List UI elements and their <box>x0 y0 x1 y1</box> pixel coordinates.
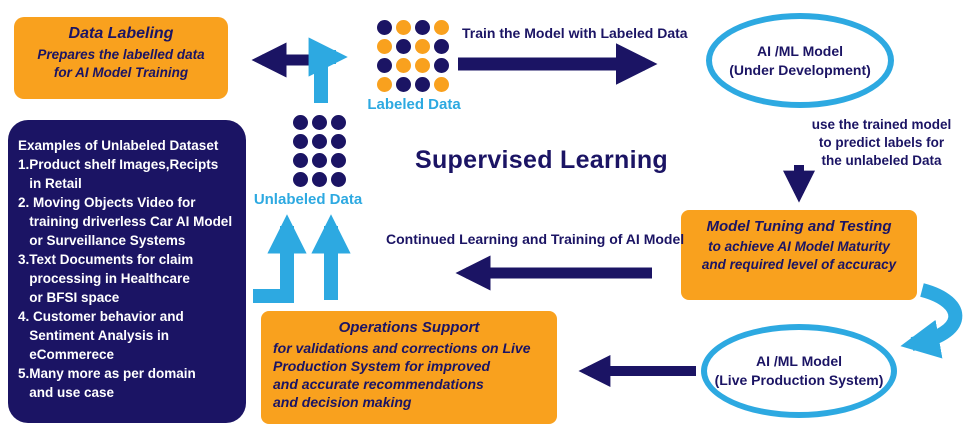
orange-dot <box>415 39 430 54</box>
labeled-data-dots <box>377 20 449 92</box>
model-dev-line1: AI /ML Model <box>756 42 844 59</box>
labeled-data-label: Labeled Data <box>367 96 461 113</box>
orange-dot <box>434 77 449 92</box>
data-labeling-body: Prepares the labelled data for AI Model … <box>37 47 205 80</box>
navy-dot <box>293 153 308 168</box>
navy-dot <box>293 115 308 130</box>
model-live-line1: AI /ML Model <box>755 353 843 369</box>
model-live-line2: (Live Production System) <box>714 372 884 388</box>
navy-dot <box>293 172 308 187</box>
navy-dot <box>377 20 392 35</box>
model-dev-line2: (Under Development) <box>729 61 871 78</box>
unlabeled-data-dots <box>293 115 346 187</box>
operations-title: Operations Support <box>338 319 480 336</box>
orange-dot <box>415 58 430 73</box>
navy-dot <box>293 134 308 149</box>
operations-body: for validations and corrections on Live … <box>273 340 531 410</box>
orange-dot <box>377 77 392 92</box>
arrow-recycle-left <box>253 214 307 303</box>
orange-dot <box>396 58 411 73</box>
diagram-title: Supervised Learning <box>415 146 668 174</box>
navy-dot <box>415 20 430 35</box>
model-live-production-ellipse: AI /ML Model (Live Production System) <box>701 324 897 418</box>
train-model-label: Train the Model with Labeled Data <box>462 25 688 41</box>
orange-dot <box>377 39 392 54</box>
navy-dot <box>312 115 327 130</box>
orange-dot <box>434 20 449 35</box>
navy-dot <box>331 115 346 130</box>
unlabeled-data-label: Unlabeled Data <box>253 191 363 208</box>
orange-dot <box>396 20 411 35</box>
model-tuning-body: to achieve AI Model Maturity and require… <box>701 239 897 272</box>
predict-labels-label: use the trained model to predict labels … <box>811 117 952 168</box>
navy-dot <box>415 77 430 92</box>
model-tuning-box: Model Tuning and Testing to achieve AI M… <box>681 210 917 300</box>
navy-dot <box>312 172 327 187</box>
data-labeling-title: Data Labeling <box>68 25 174 42</box>
navy-dot <box>331 153 346 168</box>
navy-dot <box>434 58 449 73</box>
navy-dot <box>312 153 327 168</box>
navy-dot <box>331 134 346 149</box>
model-tuning-title: Model Tuning and Testing <box>706 218 892 235</box>
navy-dot <box>434 39 449 54</box>
continued-learning-label: Continued Learning and Training of AI Mo… <box>386 231 685 247</box>
navy-dot <box>377 58 392 73</box>
data-labeling-box: Data Labeling Prepares the labelled data… <box>14 17 228 99</box>
arrow-unlabeled-to-labeled <box>308 37 348 103</box>
unlabeled-examples-box: Examples of Unlabeled Dataset 1.Product … <box>8 120 246 423</box>
navy-dot <box>312 134 327 149</box>
model-under-development-ellipse: AI /ML Model (Under Development) <box>706 13 894 108</box>
navy-dot <box>331 172 346 187</box>
arrow-tuning-to-live <box>900 283 963 359</box>
operations-support-box: Operations Support for validations and c… <box>261 311 557 424</box>
navy-dot <box>396 39 411 54</box>
navy-dot <box>396 77 411 92</box>
